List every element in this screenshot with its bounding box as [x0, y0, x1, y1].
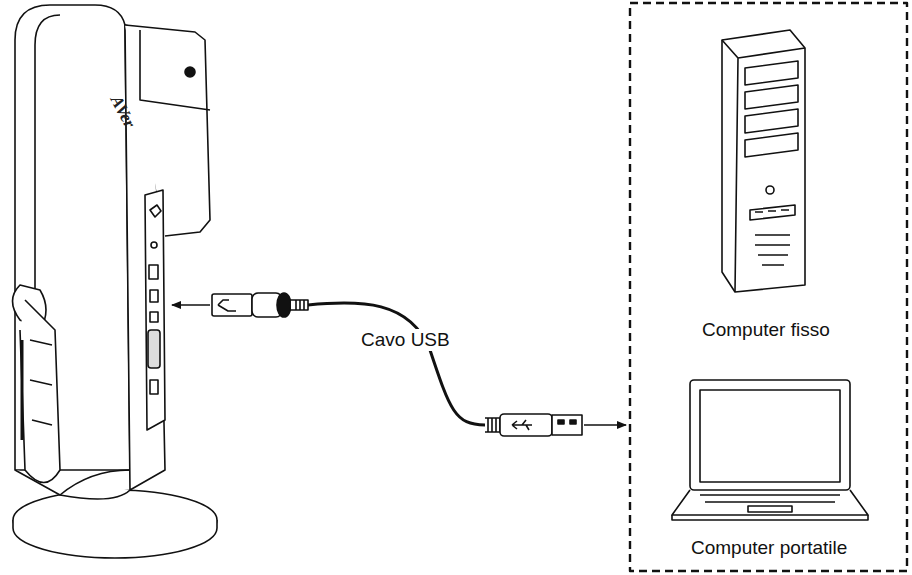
port-panel: [145, 190, 165, 430]
usb-a-plug: [500, 414, 552, 436]
device-label: Computer fisso: [702, 319, 830, 341]
usb-cable: [308, 303, 485, 425]
lamp-arm: [20, 300, 60, 483]
device-label: Computer portatile: [691, 537, 847, 559]
connection-arrow: [584, 424, 626, 426]
camera-head: [125, 25, 210, 236]
desktop-tower: [722, 30, 805, 292]
cable-label: Cavo USB: [358, 329, 453, 351]
computers-group: [630, 3, 907, 571]
laptop: [672, 380, 868, 520]
usb-b-plug: [212, 294, 252, 316]
